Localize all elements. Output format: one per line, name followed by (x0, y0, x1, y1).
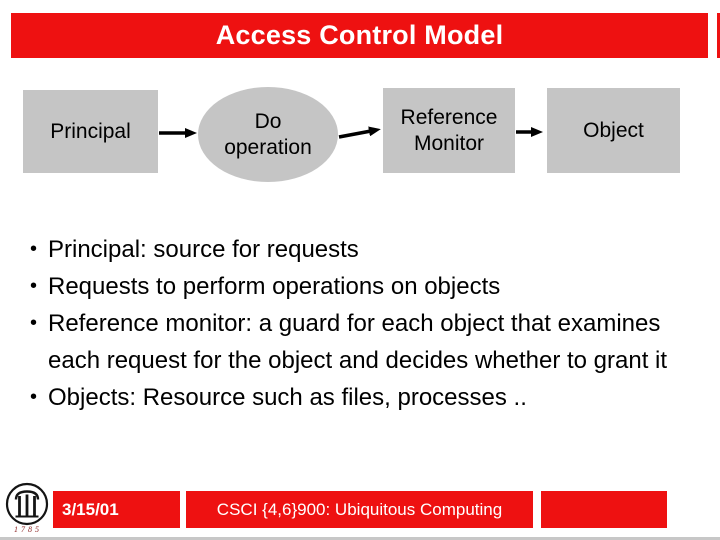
bullet-item: • Principal: source for requests (30, 231, 678, 268)
bullet-icon: • (30, 386, 38, 408)
logo-year-text: 1785 (14, 525, 42, 534)
diagram-node-principal: Principal (23, 90, 158, 173)
diagram-node-do-operation: Do operation (198, 87, 338, 182)
object-label: Object (583, 118, 644, 142)
diagram-node-reference-monitor: Reference Monitor (383, 88, 515, 173)
principal-label: Principal (50, 119, 131, 143)
reference-monitor-label-line1: Reference (400, 105, 498, 129)
bullet-item: • Requests to perform operations on obje… (30, 268, 678, 305)
bullet-item: • Reference monitor: a guard for each ob… (30, 305, 678, 379)
footer-course-title: CSCI {4,6}900: Ubiquitous Computing (186, 491, 533, 528)
title-bar-edge-sliver (717, 13, 720, 58)
do-operation-label-line2: operation (224, 135, 312, 159)
footer-blank-box (541, 491, 667, 528)
bullet-list: • Principal: source for requests • Reque… (30, 231, 678, 416)
bullet-icon: • (30, 312, 38, 334)
reference-monitor-label-line2: Monitor (413, 131, 485, 155)
slide-title: Access Control Model (215, 20, 504, 50)
slide-bottom-edge (0, 537, 720, 540)
diagram-arrows (159, 126, 543, 139)
diagram-node-object: Object (547, 88, 680, 173)
bullet-item: • Objects: Resource such as files, proce… (30, 379, 678, 416)
right-arrow-icon-operation-to-monitor (338, 126, 381, 139)
do-operation-label-line1: Do (254, 109, 282, 133)
bullet-text: Objects: Resource such as files, process… (48, 384, 527, 411)
bullet-text: Requests to perform operations on object… (48, 273, 501, 300)
title-bar: Access Control Model (11, 13, 708, 58)
bullet-icon: • (30, 275, 38, 297)
bullet-icon: • (30, 238, 38, 260)
bullet-text: Reference monitor: a guard for each obje… (48, 310, 668, 374)
bullet-text: Principal: source for requests (48, 236, 359, 263)
footer-date: 3/15/01 (53, 491, 180, 528)
university-arch-logo-icon (5, 482, 49, 526)
